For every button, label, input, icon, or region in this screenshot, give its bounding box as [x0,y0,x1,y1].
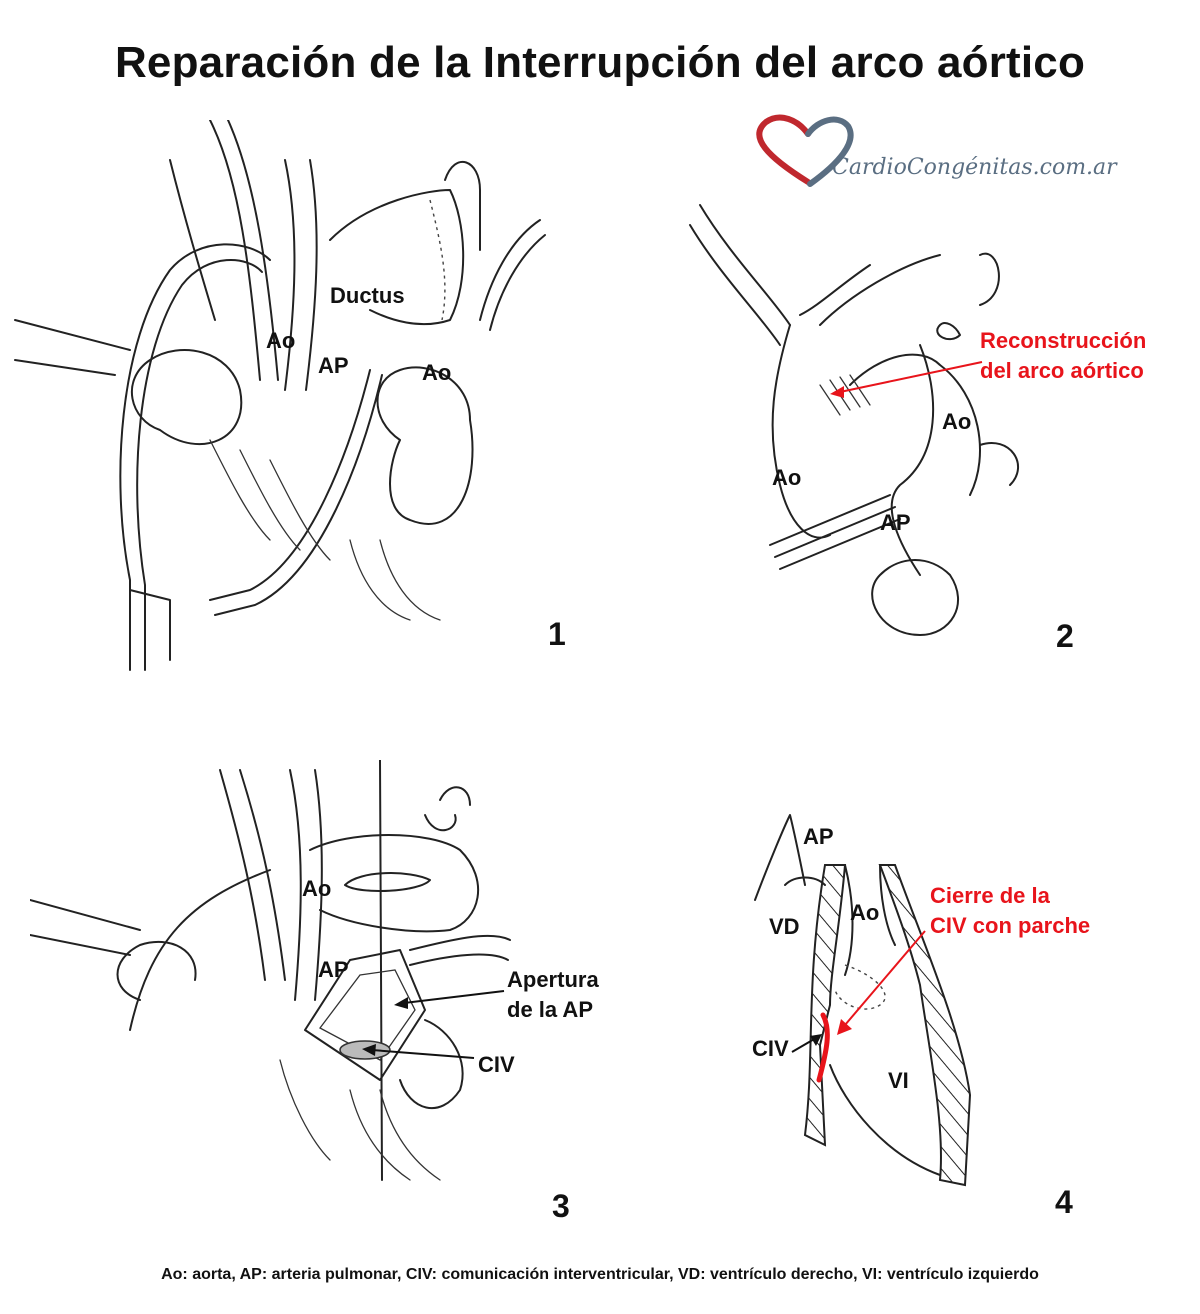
annotation-arrow [830,361,983,398]
heart-icon [756,114,854,187]
label-ap: AP [318,353,349,378]
panel-number: 1 [548,616,566,652]
label-ao: Ao [302,876,332,901]
label-ductus: Ductus [330,283,405,308]
logo-text: CardioCongénitas.com.ar [832,155,1117,180]
page-title: Reparación de la Interrupción del arco a… [114,38,1086,87]
arrow-apertura [394,990,505,1009]
label-ao: Ao [942,409,972,434]
annotation-cierre: Cierre de la [930,883,1050,908]
label-vd: VD [769,914,800,939]
panel-number: 4 [1055,1184,1073,1220]
label-civ: CIV [752,1036,789,1061]
logo [756,114,854,187]
panel-number: 3 [552,1188,570,1224]
panel-3-drawing [30,760,511,1181]
caption: Ao: aorta, AP: arteria pulmonar, CIV: co… [161,1266,1039,1283]
label-apertura: Apertura [507,967,599,992]
label-ap: AP [318,957,349,982]
label-civ: CIV [478,1052,515,1077]
panel-number: 2 [1056,618,1074,654]
arrow-civ [362,1044,475,1059]
label-vi: VI [888,1068,909,1093]
label-ap: AP [880,510,911,535]
label-ao: Ao [850,900,880,925]
label-ao: Ao [422,360,452,385]
label-apertura: de la AP [507,997,593,1022]
arrow-civ [791,1034,822,1053]
label-ao: Ao [266,328,296,353]
label-ap: AP [803,824,834,849]
label-ao: Ao [772,465,802,490]
panel-1-drawing [14,120,546,671]
annotation-reconstruccion: Reconstrucción [980,328,1147,353]
panel-4-drawing [754,814,972,1187]
panel-2-drawing [689,204,1020,636]
annotation-arrow [837,930,926,1035]
annotation-reconstruccion: del arco aórtico [980,358,1144,383]
annotation-cierre: CIV con parche [930,913,1091,938]
